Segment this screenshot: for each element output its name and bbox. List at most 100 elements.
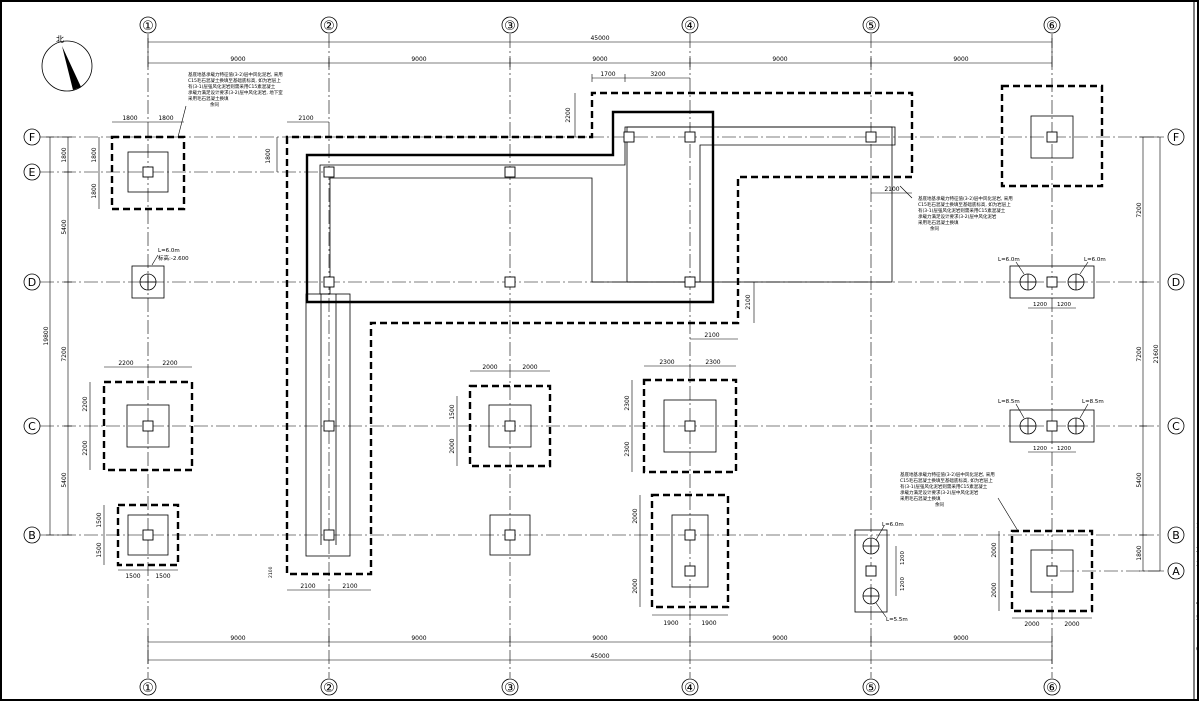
pit-corner-glyph: 2100 <box>268 566 274 578</box>
footing-e1-w2: 1800 <box>158 115 173 122</box>
top-sub-1700: 1700 <box>600 71 615 78</box>
axis-bubbles: ① ② ③ ④ ⑤ ⑥ ① ② ③ ④ ⑤ ⑥ F E D C B F D C … <box>23 16 1185 696</box>
left-dimensions: 1800 5400 7200 5400 19800 <box>43 136 72 536</box>
footing-b1-h2: 1500 <box>96 542 103 557</box>
note1-line4: 承载力满足设计要求(3-2)层中风化泥岩, 地下室 <box>188 89 283 96</box>
footing-b6-w1: 2000 <box>1024 621 1039 628</box>
pit-dim-2100-right: 2100 <box>884 186 899 193</box>
footing-b5: L=6.0m L=5.5m 1200 1200 <box>854 522 908 623</box>
note3-line4: 承载力满足设计要求(3-2)层中风化泥岩 <box>900 489 979 496</box>
footing-d1: L=6.0m 标高:-2.600 <box>131 248 189 299</box>
pit-dim-2100-top: 2100 <box>298 115 313 122</box>
note1-line5: 采用毛石混凝土换填 <box>188 95 229 102</box>
axis-label-right-A: A <box>1172 565 1180 578</box>
axis-label-right-D: D <box>1172 276 1180 289</box>
pit-bottom-dim-1: 2100 <box>300 583 315 590</box>
pile-d6-right: L=6.0m <box>1084 257 1106 263</box>
right-dimensions: 7200 7200 5400 1800 21600 <box>1136 136 1164 572</box>
top-span-5: 9000 <box>953 56 968 63</box>
axis-label-bottom-3: ③ <box>504 681 516 696</box>
top-span-2: 9000 <box>411 56 426 63</box>
pile-d1-length: L=6.0m <box>158 248 180 254</box>
footing-b1: 1500 1500 1500 1500 <box>96 503 180 580</box>
note-right-middle: 基底地基承载力特征值(3-2)层中风化泥岩, 采用 C15毛石混凝土换填至基础底… <box>899 185 1013 232</box>
footing-c3-h1: 1500 <box>449 404 456 419</box>
pile-c6-spacing-2: 1200 <box>1057 446 1071 452</box>
bottom-total: 45000 <box>590 653 609 660</box>
footing-c1-h2: 2200 <box>82 440 89 455</box>
footing-b4-w1: 1900 <box>663 620 678 627</box>
axis-label-left-B: B <box>28 529 36 542</box>
footing-c4-h2: 2300 <box>624 441 631 456</box>
pile-c6-left: L=8.5m <box>998 399 1020 405</box>
footing-b3 <box>489 514 531 556</box>
grid-axes <box>40 34 1160 678</box>
pit-outline <box>285 91 914 576</box>
pit-bold-wall <box>305 110 715 304</box>
pit-inner-slab <box>319 126 896 295</box>
note3-line1: 基底地基承载力特征值(3-2)层中风化泥岩, 采用 <box>900 471 995 478</box>
footing-c4-w2: 2300 <box>705 359 720 366</box>
pile-d6-spacing-1: 1200 <box>1033 302 1047 308</box>
note2-line1: 基底地基承载力特征值(3-2)层中风化泥岩, 采用 <box>918 195 1013 202</box>
bottom-dimensions: 9000 9000 9000 9000 9000 45000 <box>147 635 1053 664</box>
note2-line2: C15毛石混凝土换填至基础底标高, 如为岩层上 <box>918 201 1011 208</box>
pile-d6-left: L=6.0m <box>998 257 1020 263</box>
right-span-7200a: 7200 <box>1136 202 1143 217</box>
right-span-5400: 5400 <box>1136 472 1143 487</box>
footing-c1: 2200 2200 2200 2200 <box>82 360 194 472</box>
footing-c4: 2300 2300 2300 2300 <box>624 359 738 474</box>
footing-c1-h1: 2200 <box>82 396 89 411</box>
axis-label-bottom-2: ② <box>323 681 335 696</box>
axis-label-bottom-5: ⑤ <box>865 681 877 696</box>
top-span-3: 9000 <box>592 56 607 63</box>
top-total: 45000 <box>590 35 609 42</box>
footing-b6: 2000 2000 2000 2000 <box>991 529 1094 628</box>
footing-e1: 1800 1800 1800 1800 <box>91 115 186 211</box>
top-sub-3200: 3200 <box>650 71 665 78</box>
footing-f6 <box>1000 84 1104 188</box>
right-span-7200b: 7200 <box>1136 346 1143 361</box>
pile-b5-spacing-1: 1200 <box>900 551 906 565</box>
pile-b5-spacing-2: 1200 <box>900 577 906 591</box>
axis-label-top-1: ① <box>142 19 154 34</box>
footing-c4-w1: 2300 <box>659 359 674 366</box>
pit-columns <box>323 131 877 541</box>
note1-line1: 基底地基承载力特征值(3-2)层中风化泥岩, 采用 <box>188 71 283 78</box>
note2-line5: 采用毛石混凝土换填 <box>918 219 959 226</box>
axis-label-bottom-1: ① <box>142 681 154 696</box>
pile-c6-right: L=8.5m <box>1082 399 1104 405</box>
note2-line4: 承载力满足设计要求(3-2)层中风化泥岩 <box>918 213 997 220</box>
left-span-7200: 7200 <box>61 346 68 361</box>
footing-b6-h2: 2000 <box>991 582 998 597</box>
note1-line2: C15毛石混凝土换填至基础底标高, 如为岩层上 <box>188 77 281 84</box>
margin-glyph-1: 1 <box>1196 522 1199 530</box>
axis-label-bottom-6: ⑥ <box>1046 681 1058 696</box>
bottom-span-2: 9000 <box>411 635 426 642</box>
bottom-span-3: 9000 <box>592 635 607 642</box>
footing-e1-w1: 1800 <box>122 115 137 122</box>
axis-label-left-C: C <box>28 420 36 433</box>
footing-e1-h1: 1800 <box>91 147 98 162</box>
pile-d6-spacing-2: 1200 <box>1057 302 1071 308</box>
footing-d6: L=6.0m L=6.0m 1200 1200 <box>998 257 1106 309</box>
footing-b1-w1: 1500 <box>125 573 140 580</box>
north-arrow: 北 <box>41 35 93 92</box>
axis-label-left-F: F <box>29 131 35 144</box>
footing-b6-w2: 2000 <box>1064 621 1079 628</box>
pit-dimensions: 2100 1800 2200 2100 2100 2100 2100 2100 … <box>265 93 912 591</box>
footing-c1-w2: 2200 <box>162 360 177 367</box>
left-span-5400a: 5400 <box>61 219 68 234</box>
footing-b1-w2: 1500 <box>155 573 170 580</box>
note3-line6: 余同 <box>935 501 944 508</box>
note3-line2: C15毛石混凝土换填至基础底标高, 如为岩层上 <box>900 477 993 484</box>
note1-line6: 余同 <box>210 101 219 108</box>
pile-c6-spacing-1: 1200 <box>1033 446 1047 452</box>
footing-b4-h2: 2000 <box>632 578 639 593</box>
axis-label-left-D: D <box>28 276 36 289</box>
pit-corridor <box>305 293 351 557</box>
axis-label-right-C: C <box>1172 420 1180 433</box>
footing-e1-h2: 1800 <box>91 183 98 198</box>
note-top-left: 基底地基承载力特征值(3-2)层中风化泥岩, 采用 C15毛石混凝土换填至基础底… <box>177 71 283 138</box>
